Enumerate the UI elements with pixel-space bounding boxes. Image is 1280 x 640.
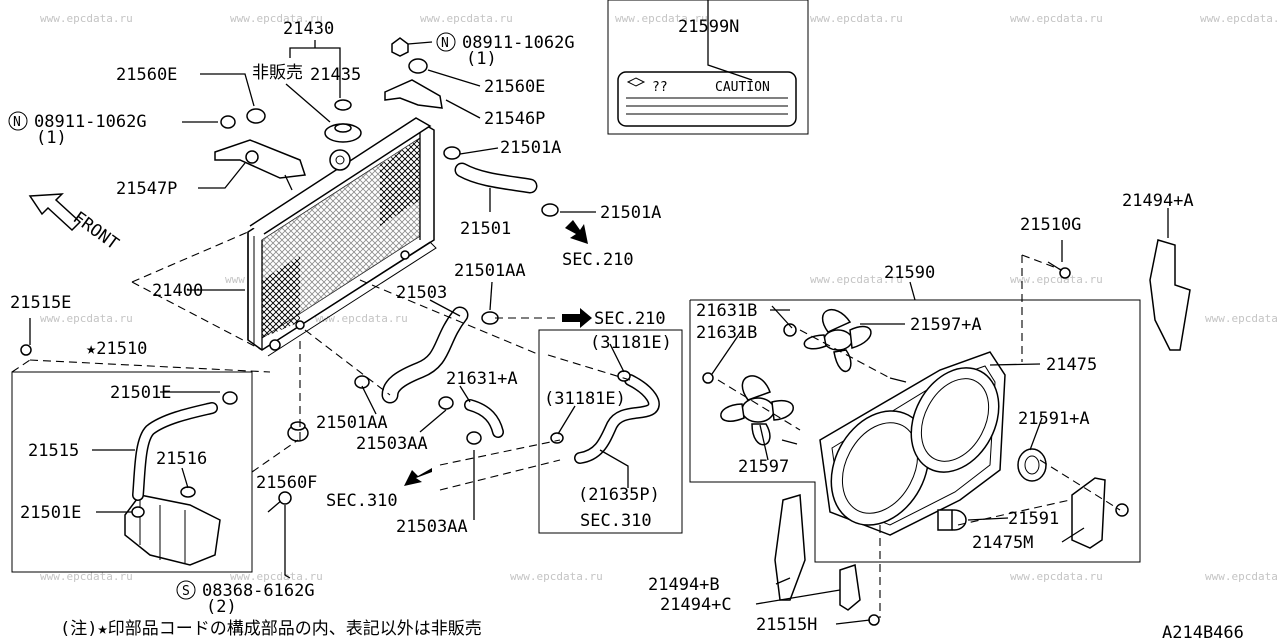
label-sec210-b: SEC.210 [594, 309, 666, 329]
label-21546P: 21546P [484, 109, 545, 129]
watermark: www.epcdata.ru [1010, 12, 1103, 25]
label-21590: 21590 [884, 263, 935, 283]
leader-lines [29, 0, 1169, 625]
watermark: www.epcdata.ru [615, 12, 708, 25]
label-21435: 21435 [310, 65, 361, 85]
watermark: www.epcdata.ru [40, 570, 133, 583]
label-21515E: 21515E [10, 293, 71, 313]
label-08368: 08368-6162G [202, 581, 315, 601]
caution-marks: ?? [652, 80, 668, 95]
label-21560E-right: 21560E [484, 77, 545, 97]
bracket-21546P [384, 37, 443, 109]
screw-symbol-icon [176, 580, 196, 600]
label-21547P: 21547P [116, 179, 177, 199]
reservoir-tank [124, 391, 238, 566]
label-21591A: 21591+A [1018, 409, 1090, 429]
label-21503AA-a: 21503AA [356, 434, 428, 454]
label-21635P: (21635P) [578, 485, 660, 505]
label-21494A: 21494+A [1122, 191, 1194, 211]
label-21597: 21597 [738, 457, 789, 477]
nut-symbol-letter: N [13, 115, 21, 130]
fan-lower [720, 375, 794, 446]
nut-symbol-letter: N [441, 36, 449, 51]
watermark: www.epcdata.ru [315, 312, 408, 325]
upper-hose [443, 146, 559, 217]
label-21510: ★21510 [86, 339, 147, 359]
watermark: www.epcdata.ru [1010, 273, 1103, 286]
watermark: www.epcdata.ru [40, 312, 133, 325]
label-21516: 21516 [156, 449, 207, 469]
label-21501E-a: 21501E [110, 383, 171, 403]
nut-symbol-icon [8, 111, 28, 131]
label-21430: 21430 [283, 19, 334, 39]
label-21631B-a: 21631B [696, 301, 757, 321]
dashed-lines [11, 231, 1121, 618]
watermark: www.epcdata.ru [40, 12, 133, 25]
bracket-21547P [214, 108, 307, 191]
label-sec310-a: SEC.310 [326, 491, 398, 511]
label-08911-right-qty: (1) [466, 49, 497, 69]
label-08911-right: 08911-1062G [462, 33, 575, 53]
nut-symbol-icon [436, 32, 456, 52]
watermark: www.epcdata.ru [810, 12, 903, 25]
watermark: www.epcdata.ru [420, 12, 513, 25]
front-arrow: FRONT [28, 193, 122, 254]
hose-21631A [438, 396, 504, 445]
label-21599N: 21599N [678, 17, 739, 37]
watermark: www.epcdata.ru [1205, 570, 1280, 583]
watermark: www.epcdata.ru [230, 570, 323, 583]
caution-label-plate: ?? CAUTION [617, 71, 797, 127]
watermark: www.epcdata.ru [1010, 570, 1103, 583]
fasteners-left [20, 344, 309, 513]
radiator-core [247, 117, 437, 357]
watermark: www.epcdata.ru [230, 12, 323, 25]
label-21501AA-low: 21501AA [316, 413, 388, 433]
label-21560E-left: 21560E [116, 65, 177, 85]
front-label: FRONT [69, 208, 122, 254]
label-08911-left-qty: (1) [36, 128, 67, 148]
hose-21635P [550, 370, 660, 464]
label-21494C: 21494+C [660, 595, 732, 615]
section-arrows [404, 220, 592, 486]
label-08911-left: 08911-1062G [34, 112, 147, 132]
label-21501A-low: 21501A [600, 203, 661, 223]
label-21631B-b: 21631B [696, 323, 757, 343]
label-21510G: 21510G [1020, 215, 1081, 235]
label-31181E-b: (31181E) [544, 389, 626, 409]
label-sec310-b: SEC.310 [580, 511, 652, 531]
watermark: www.epcdata.ru [810, 273, 903, 286]
label-21503: 21503 [396, 283, 447, 303]
label-not-for-sale: 非販売 [252, 63, 303, 83]
label-21501AA-top: 21501AA [454, 261, 526, 281]
label-21591: 21591 [1008, 509, 1059, 529]
watermark: www.epcdata.ru [1200, 12, 1280, 25]
footnote: (注)★印部品コードの構成部品の内、表記以外は非販売 [60, 619, 482, 639]
label-21503AA-b: 21503AA [396, 517, 468, 537]
diagram-code: A214B466 [1162, 623, 1244, 640]
label-08368-qty: (2) [206, 597, 237, 617]
screw-symbol-letter: S [182, 584, 190, 599]
label-sec210-a: SEC.210 [562, 250, 634, 270]
label-21475M: 21475M [972, 533, 1033, 553]
label-21494B: 21494+B [648, 575, 720, 595]
label-21501A-top: 21501A [500, 138, 561, 158]
watermark: www.epcdata.ru [1205, 312, 1280, 325]
part-labels: 21430 非販売 21435 21560E N 08911-1062G (1)… [8, 17, 1194, 635]
fan-shroud [819, 351, 1006, 536]
lower-hose [354, 306, 499, 404]
label-21515: 21515 [28, 441, 79, 461]
label-31181E-a: (31181E) [590, 333, 672, 353]
label-21475: 21475 [1046, 355, 1097, 375]
caution-title: CAUTION [715, 80, 770, 95]
label-21501E-b: 21501E [20, 503, 81, 523]
label-21560F: 21560F [256, 473, 317, 493]
label-21501: 21501 [460, 219, 511, 239]
radiator-cap [324, 99, 362, 143]
label-21597A: 21597+A [910, 315, 982, 335]
watermark: www.epcdata.ru [510, 570, 603, 583]
label-21400: 21400 [152, 281, 203, 301]
label-21631A: 21631+A [446, 369, 518, 389]
label-21515H: 21515H [756, 615, 817, 635]
